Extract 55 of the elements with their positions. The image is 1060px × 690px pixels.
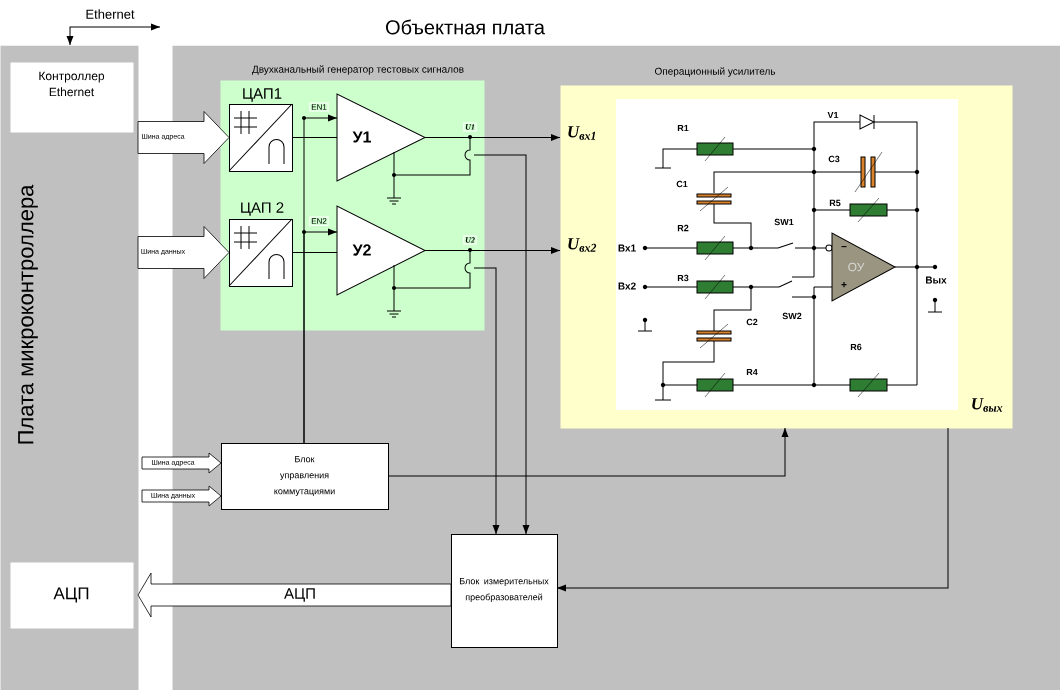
- component-label: SW2: [782, 312, 802, 320]
- node-label: ЦАП1: [243, 88, 282, 102]
- edge-label: EN2: [309, 216, 329, 226]
- component-label: C2: [746, 318, 758, 326]
- component-label: R4: [746, 368, 758, 376]
- node-label: Объектная плата: [386, 19, 545, 35]
- block-arrow: [137, 226, 230, 279]
- node-label: ЦАП 2: [241, 202, 284, 216]
- connector-line: [291, 137, 338, 138]
- arrow: [424, 134, 561, 141]
- block-arrow: [141, 485, 222, 507]
- signal-label: U$_{вх2}$: [568, 238, 597, 252]
- signal-label: U$_{вх1}$: [568, 126, 596, 140]
- component-label: Вх2: [618, 282, 636, 290]
- amplifier-triangle: У2: [336, 205, 426, 296]
- signal-label: U$_{вых}$: [972, 398, 1003, 412]
- component-label: R3: [677, 274, 689, 282]
- amplifier-triangle: У1: [336, 93, 426, 182]
- component-label: R6: [850, 343, 862, 351]
- component-label: C1: [676, 180, 688, 188]
- node-label: Двухканальный генератор тестовых сигналов: [252, 65, 464, 75]
- arrow: [473, 154, 530, 535]
- component-label: V1: [827, 111, 839, 119]
- edge-label: АЦП: [284, 588, 315, 602]
- arrow: [303, 228, 338, 444]
- component-label: +: [841, 282, 847, 288]
- block-arrow: [141, 452, 222, 474]
- component-label: R2: [677, 224, 689, 232]
- component-label: SW1: [774, 218, 794, 226]
- component-label: R5: [829, 199, 841, 207]
- edge-label: Ethernet: [86, 9, 135, 19]
- edge-label: U1: [463, 122, 477, 132]
- component-label: C3: [828, 155, 840, 163]
- node-label: Операционный усилитель: [655, 67, 776, 77]
- block-arrow: [137, 572, 452, 618]
- dac-box: ЦАП1: [228, 88, 293, 172]
- connector-line: [291, 252, 338, 253]
- component-label: R1: [677, 124, 689, 132]
- dac-box: ЦАП 2: [228, 202, 293, 287]
- arrow: [473, 267, 500, 535]
- process-box: Блок управления коммутациями: [221, 443, 389, 510]
- arrow: [66, 23, 161, 46]
- edge-label: U2: [463, 235, 477, 245]
- adc-box: АЦП: [10, 562, 134, 629]
- arrow: [556, 427, 949, 592]
- component-label: −: [841, 246, 847, 248]
- process-box: Блок измерительных преобразователей: [451, 534, 558, 648]
- component-label: Вх1: [618, 244, 636, 252]
- edge-label: EN1: [309, 102, 329, 112]
- block-arrow: [137, 111, 230, 164]
- component-label: Вых: [926, 276, 947, 284]
- component-label: ОУ: [848, 262, 865, 272]
- arrow: [387, 427, 789, 477]
- controller-box: Контроллер Ethernet: [10, 62, 134, 133]
- arrow: [424, 247, 561, 254]
